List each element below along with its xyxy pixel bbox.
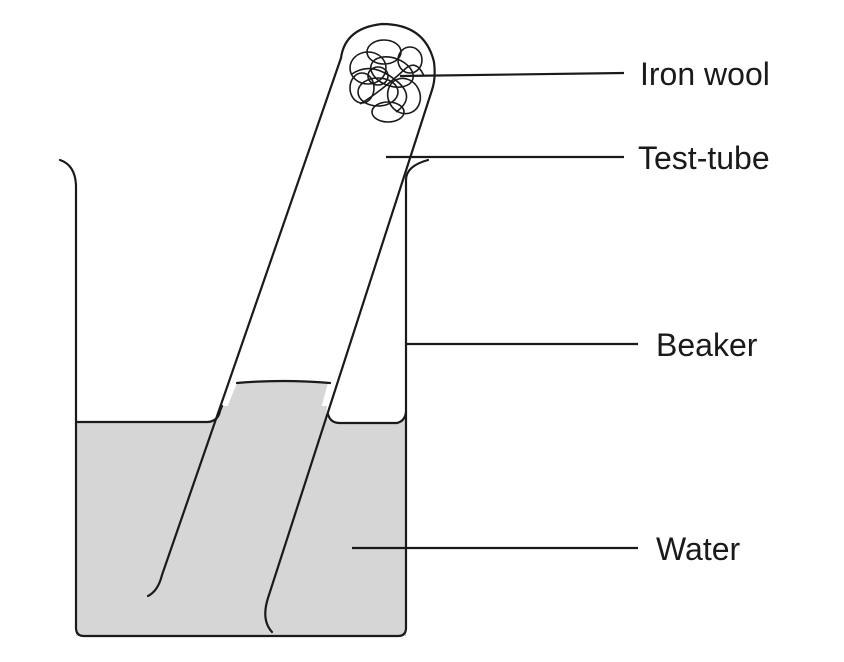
beaker-left-wall (58, 158, 86, 638)
label-beaker: Beaker (656, 327, 758, 363)
water-surface-tube (235, 379, 332, 385)
label-water: Water (656, 531, 741, 567)
beaker (58, 158, 430, 638)
beaker-base (82, 158, 430, 638)
test-tube-left-wall (146, 56, 343, 598)
water-in-tube (150, 381, 328, 630)
water-surface-right (326, 410, 408, 425)
label-iron-wool: Iron wool (640, 56, 770, 92)
test-tube-right-wall (264, 88, 434, 634)
iron-wool (349, 39, 425, 123)
test-tube-interior (240, 58, 432, 396)
leader-iron-wool (399, 71, 625, 78)
label-test-tube: Test-tube (638, 140, 770, 176)
water-surface-left (74, 404, 224, 424)
